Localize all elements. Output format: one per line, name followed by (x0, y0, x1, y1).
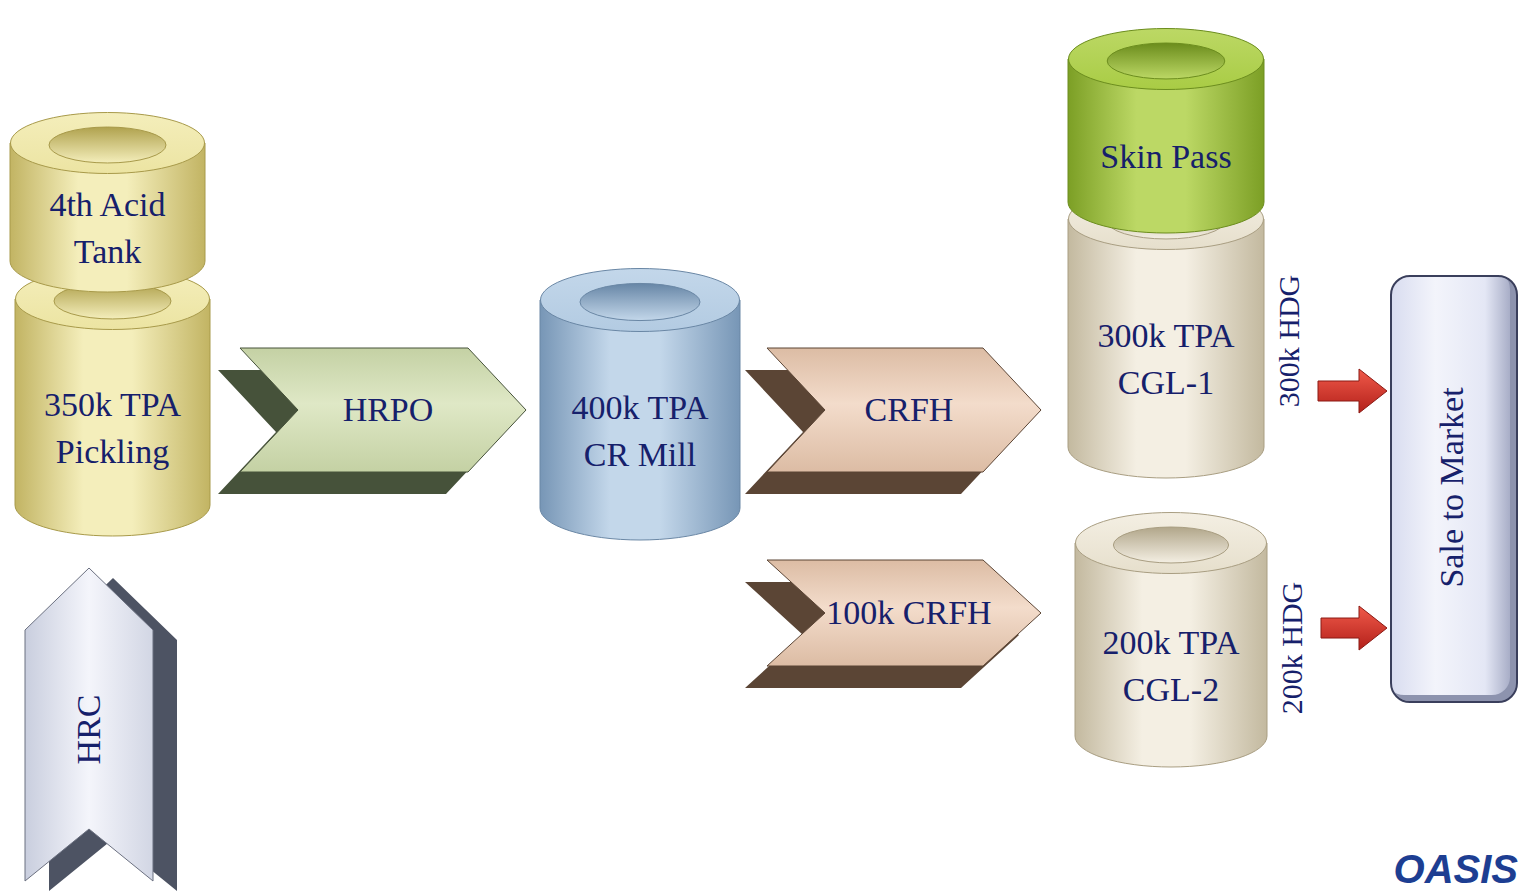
chevron-arrow: 100k CRFH (745, 560, 1041, 688)
skin-pass-cylinder: Skin Pass (1068, 28, 1264, 233)
node-label: 400k TPA CR Mill (546, 385, 734, 479)
node-label: Skin Pass (1100, 134, 1231, 181)
node-label: Sale to Market (1429, 387, 1476, 587)
chevron-arrow: CRFH (745, 348, 1041, 494)
logo-text: OASIS (1394, 849, 1518, 889)
galvanizing-line-cylinder: 200k TPA CGL-2 200k HDG (1075, 512, 1317, 767)
block-arrow (1318, 369, 1387, 413)
chevron-arrow: HRC (25, 568, 177, 891)
node-label: 300k TPA CGL-1 (1074, 313, 1258, 407)
chevron-arrow: HRPO (218, 348, 526, 494)
block-arrow (1321, 606, 1387, 650)
node-label: 100k CRFH (826, 590, 991, 637)
shape-outline (1068, 28, 1264, 233)
node-label: 4th Acid Tank (16, 182, 199, 276)
acid-tank-cylinder: 4th Acid Tank (10, 112, 205, 292)
node-label: 200k HDG (1275, 581, 1309, 714)
cr-mill-cylinder: 400k TPA CR Mill (540, 268, 740, 540)
node-label: 200k TPA CGL-2 (1081, 620, 1261, 714)
node-label: HRPO (343, 387, 434, 434)
pickling-cylinder: 350k TPA Pickling (15, 268, 210, 536)
market-box: Sale to Market (1390, 275, 1518, 703)
node-label: 300k HDG (1272, 275, 1306, 408)
node-label: 350k TPA Pickling (21, 382, 204, 476)
node-label: CRFH (865, 387, 954, 434)
node-label: HRC (66, 695, 113, 765)
